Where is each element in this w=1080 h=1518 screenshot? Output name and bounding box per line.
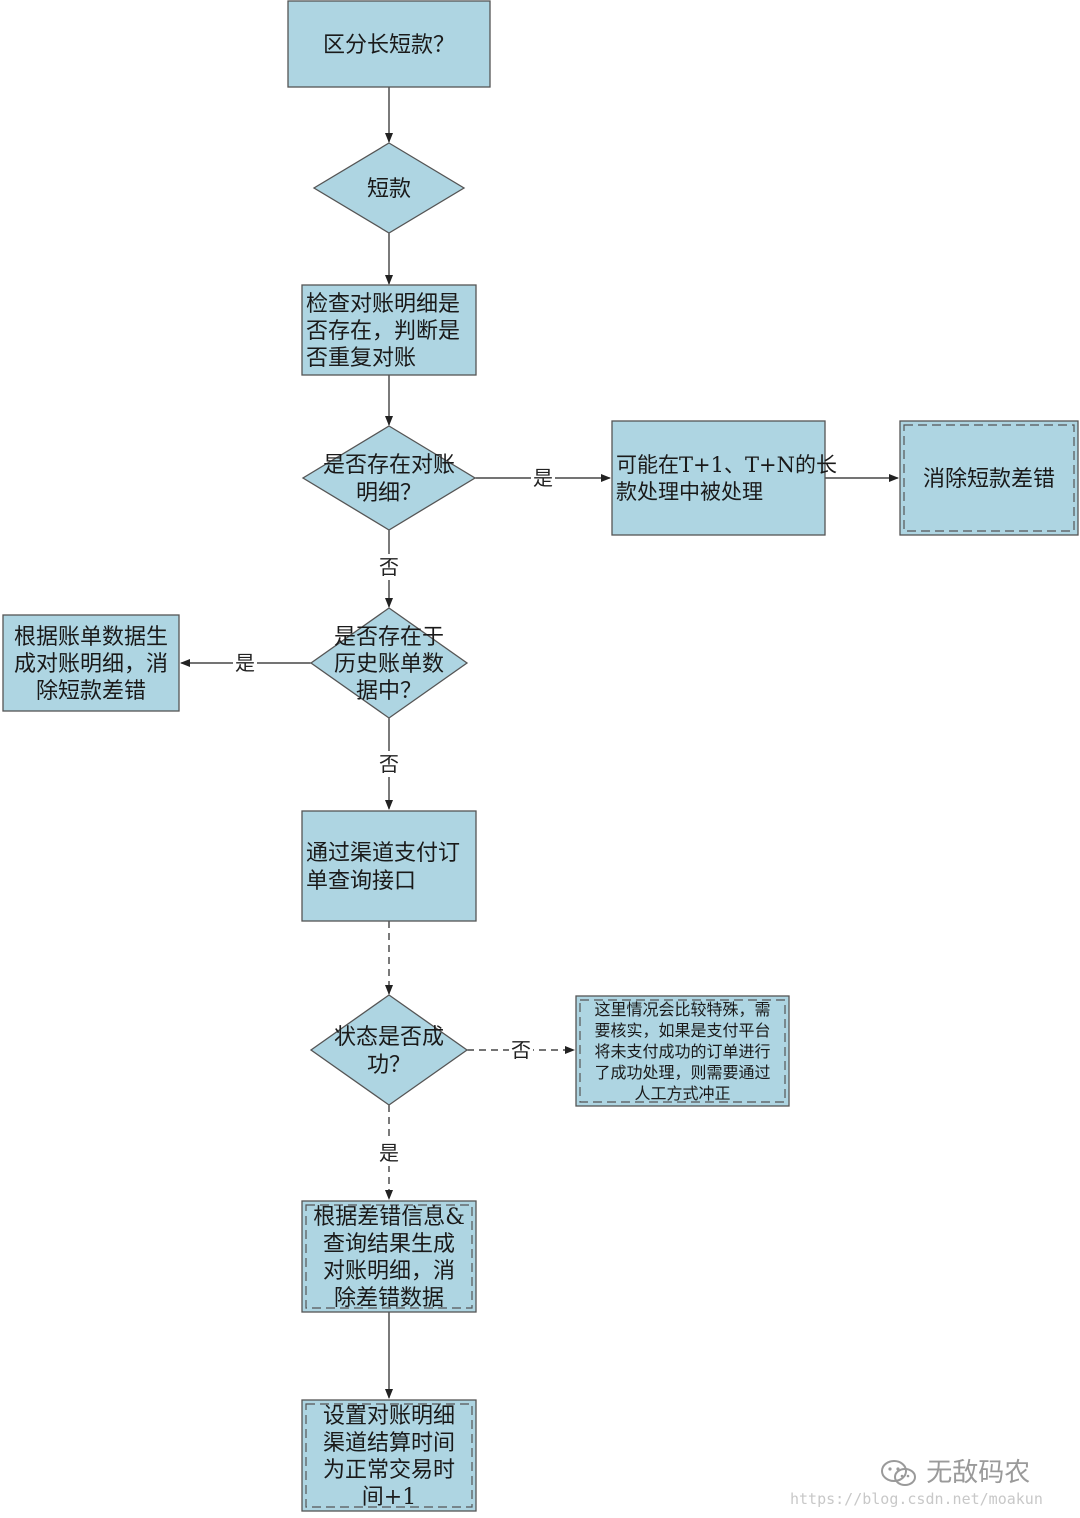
source-url: https://blog.csdn.net/moakun	[790, 1490, 1043, 1508]
set-time-text: 间+1	[362, 1485, 416, 1510]
generate-from-bill-text: 根据账单数据生	[14, 625, 168, 650]
generate-from-query-text: 根据差错信息&	[313, 1205, 465, 1230]
in-history-text: 是否存在于	[334, 625, 444, 650]
eliminate-text: 消除短款差错	[923, 467, 1055, 492]
edge-label-background	[509, 1037, 533, 1063]
edge-label-exists-yes: 是	[533, 466, 553, 490]
edge-label-background	[377, 554, 401, 580]
generate-from-query-text: 对账明细，消	[323, 1259, 455, 1284]
edge-label-history-no: 否	[379, 752, 399, 776]
edge-label-background	[377, 751, 401, 777]
set-time-text: 为正常交易时	[323, 1458, 455, 1483]
set-time-text: 设置对账明细	[323, 1404, 455, 1429]
query-channel-text: 单查询接口	[306, 869, 416, 894]
check-text: 检查对账明细是	[306, 292, 460, 317]
special-note-text: 人工方式冲正	[634, 1084, 730, 1103]
special-note-text: 要核实，如果是支付平台	[594, 1021, 770, 1040]
set-time-text: 渠道结算时间	[323, 1431, 455, 1456]
start-node: 区分长短款？	[287, 0, 491, 88]
special-note-text: 将未支付成功的订单进行	[594, 1042, 770, 1061]
status-success-text: 功？	[367, 1053, 411, 1078]
exists-text: 明细？	[356, 481, 422, 506]
edge-label-background	[531, 465, 555, 491]
short-text: 短款	[367, 177, 411, 202]
check-text: 否存在，判断是	[306, 319, 460, 344]
edge-label-background	[377, 1140, 401, 1166]
eliminate-node: 消除短款差错	[899, 420, 1079, 536]
in-history-text: 历史账单数	[334, 652, 444, 677]
status-success-text: 状态是否成	[334, 1025, 444, 1050]
special-note-text: 这里情况会比较特殊，需	[594, 1000, 770, 1019]
special-note-node: 这里情况会比较特殊，需要核实，如果是支付平台将未支付成功的订单进行了成功处理，则…	[575, 995, 790, 1107]
generate-from-bill-text: 成对账明细，消	[14, 652, 168, 677]
generate-from-query-text: 除差错数据	[334, 1286, 444, 1311]
maybe-processed-text: 款处理中被处理	[616, 480, 763, 504]
special-note-text: 了成功处理，则需要通过	[594, 1063, 770, 1082]
short-node: 短款	[312, 142, 466, 234]
brand-watermark: 无敌码农	[880, 1452, 1030, 1489]
brand-name: 无敌码农	[926, 1458, 1031, 1488]
edge-label-status-yes: 是	[379, 1141, 399, 1165]
generate-from-bill-text: 除短款差错	[36, 679, 146, 704]
check-text: 否重复对账	[306, 346, 416, 371]
edge-label-history-yes: 是	[235, 651, 255, 675]
query-channel-text: 通过渠道支付订	[306, 841, 460, 866]
maybe-processed-text: 可能在T+1、T+N的长	[616, 453, 837, 477]
wechat-icon	[880, 1459, 918, 1489]
edge-label-background	[233, 650, 257, 676]
generate-from-query-text: 查询结果生成	[323, 1232, 455, 1257]
edge-label-status-no: 否	[511, 1038, 531, 1062]
start-text: 区分长短款？	[323, 33, 455, 58]
edge-label-exists-no: 否	[379, 555, 399, 579]
exists-text: 是否存在对账	[323, 453, 455, 478]
in-history-text: 据中？	[356, 679, 422, 704]
